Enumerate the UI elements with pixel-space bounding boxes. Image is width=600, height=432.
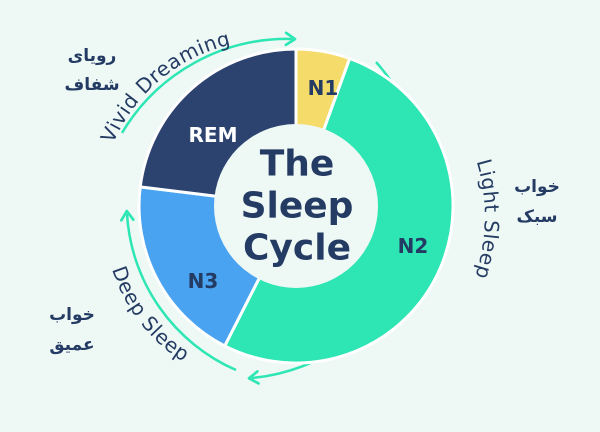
- farsi-vivid-line-2: شفاف: [64, 75, 119, 95]
- center-title-line-3: Cycle: [243, 228, 351, 269]
- farsi-label-vivid: رویای شفاف: [64, 46, 119, 95]
- farsi-deep-line-1: خواب: [49, 305, 95, 325]
- center-circle: [214, 124, 378, 288]
- farsi-deep-line-2: عمیق: [49, 335, 94, 355]
- stage-label-n2: N2: [398, 234, 429, 258]
- arc-label-light-sleep: Light Sleep: [470, 156, 504, 282]
- center-title-line-1: The: [260, 144, 335, 185]
- farsi-label-deep: خواب عمیق: [49, 305, 95, 355]
- stage-label-rem: REM: [189, 123, 238, 147]
- farsi-light-line-1: خواب: [514, 177, 560, 197]
- stage-label-n3: N3: [188, 269, 219, 293]
- center-title: The Sleep Cycle: [241, 144, 354, 269]
- stage-label-n1: N1: [308, 76, 339, 100]
- farsi-light-line-2: سبک: [516, 207, 557, 227]
- farsi-vivid-line-1: رویای: [68, 46, 117, 66]
- farsi-label-light: خواب سبک: [514, 177, 560, 227]
- center-title-line-2: Sleep: [241, 186, 354, 227]
- cycle-arrow-left: [120, 209, 237, 372]
- cycle-arrow-top: [120, 31, 297, 134]
